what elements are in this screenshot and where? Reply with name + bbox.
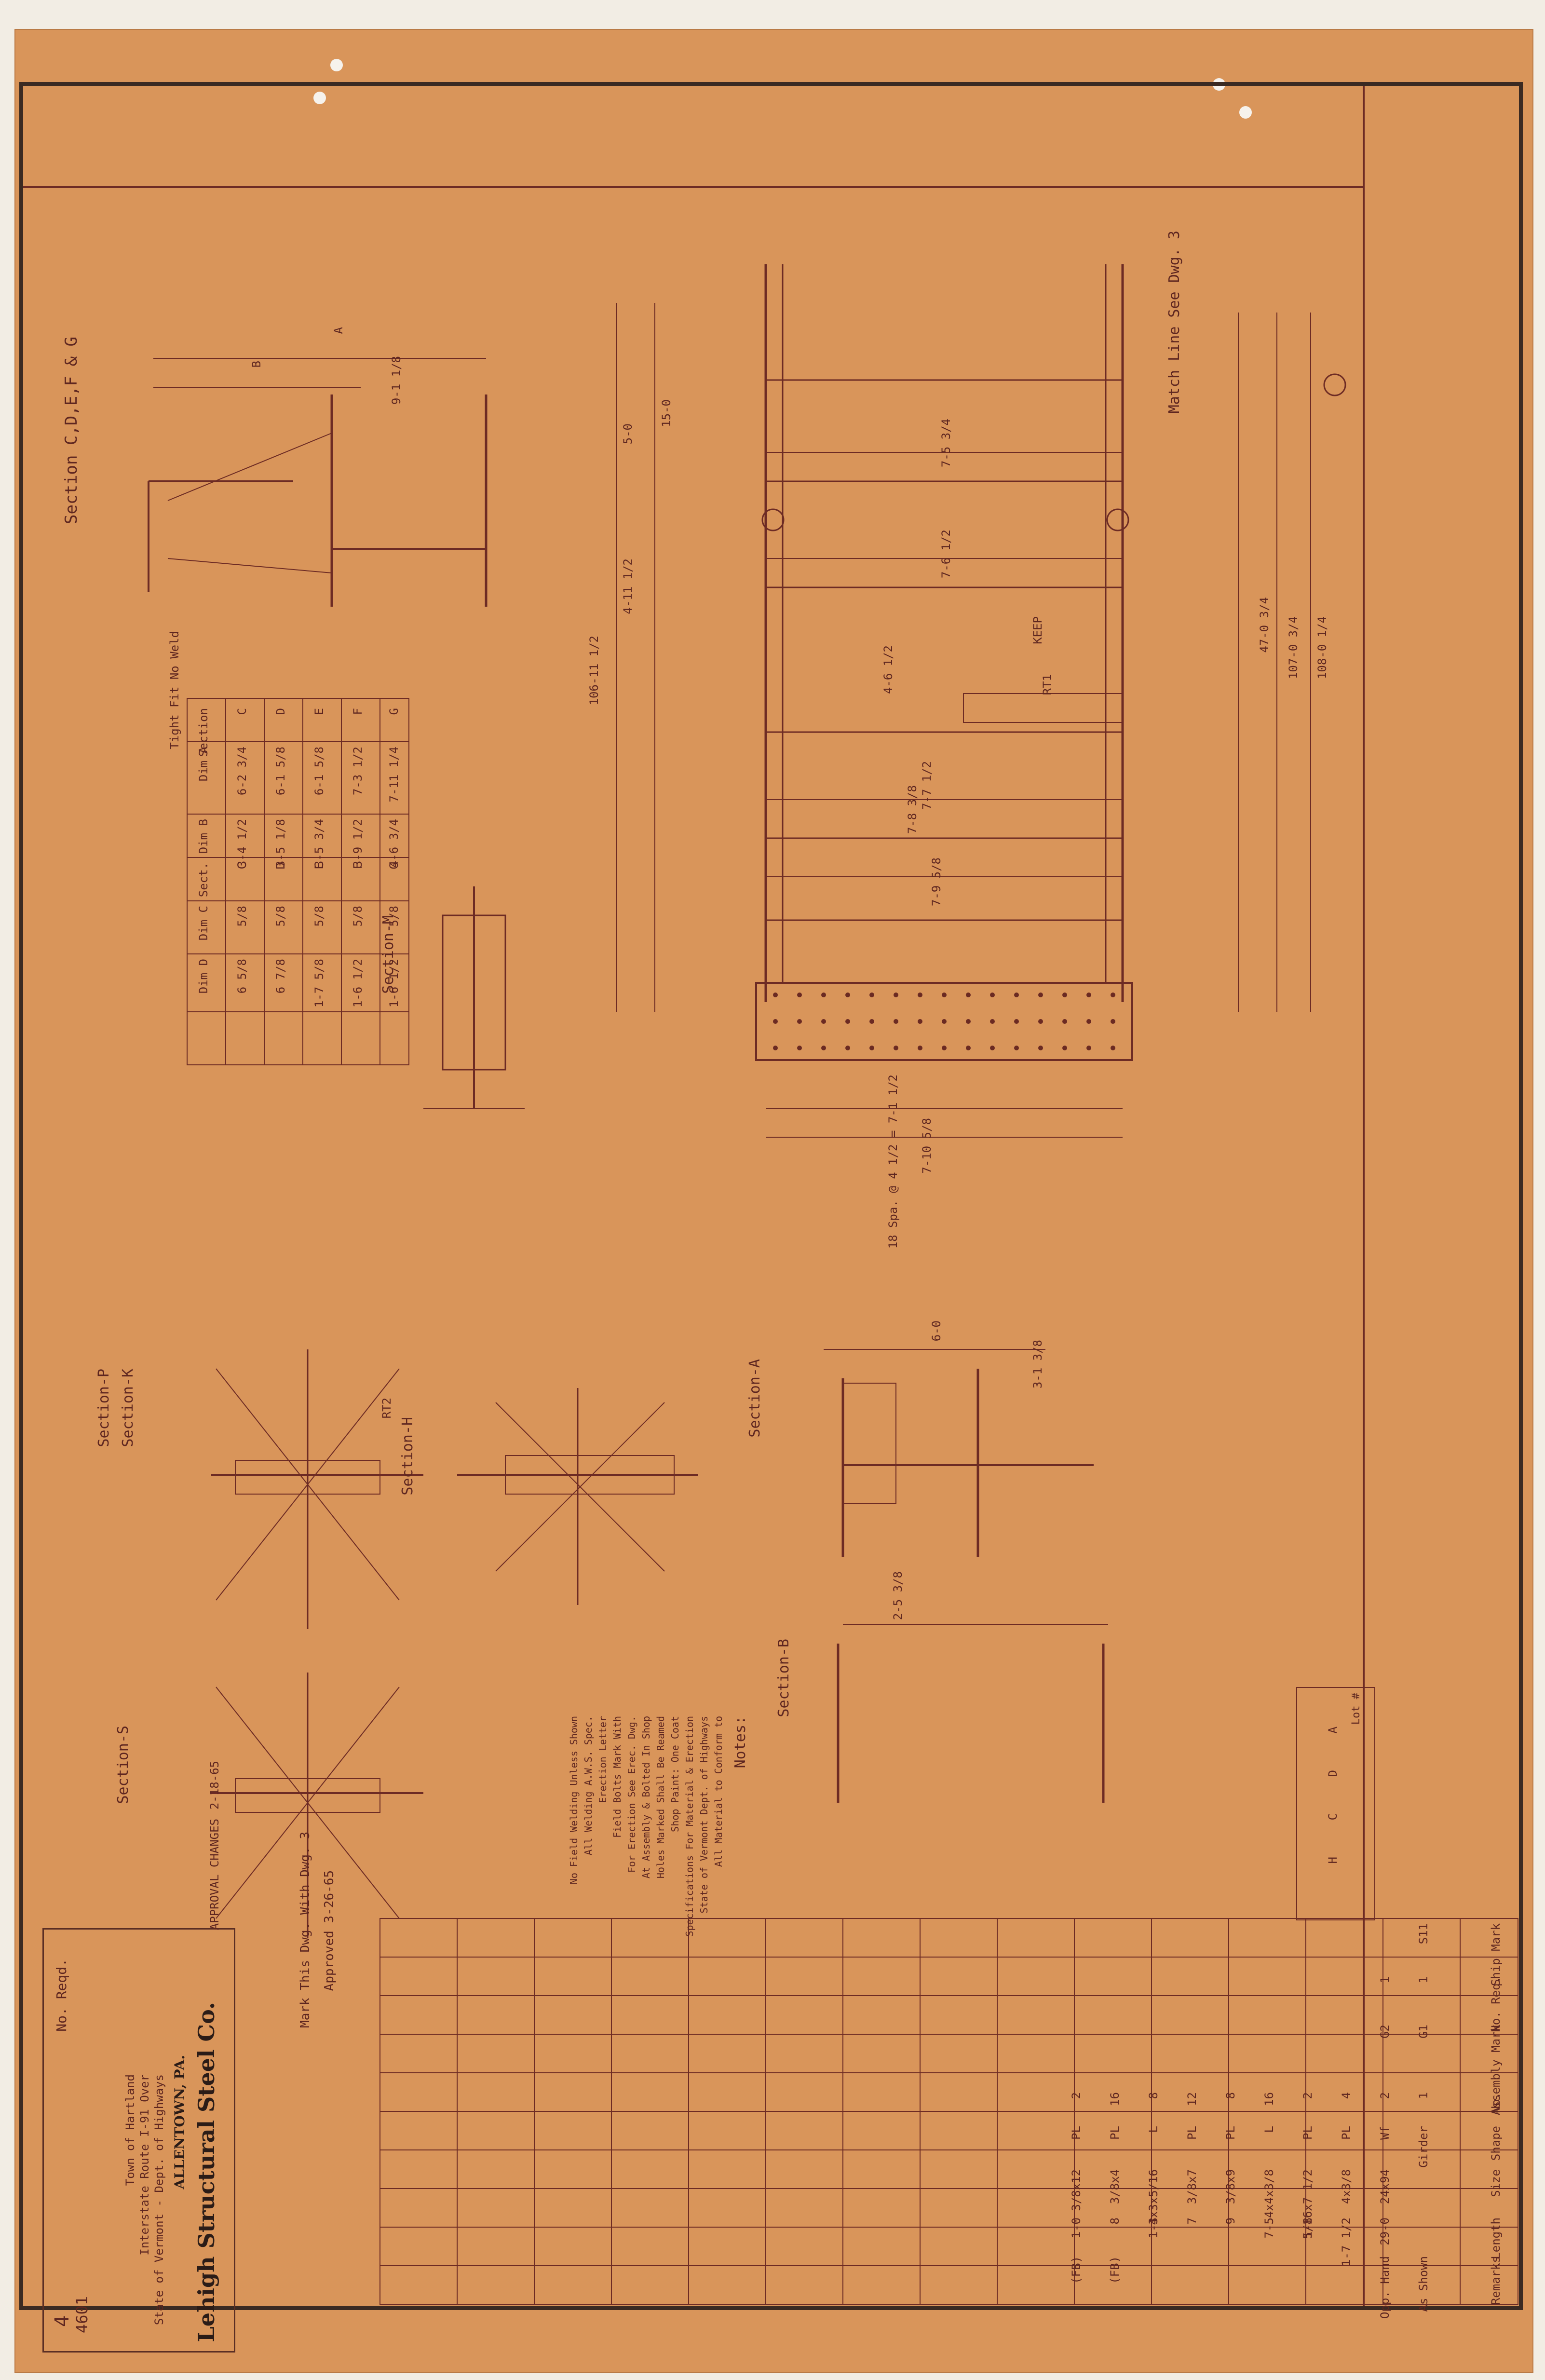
- company-city: ALLENTOWN, PA.: [172, 2055, 188, 2190]
- section-s-view: [211, 1673, 423, 1938]
- section-kp-view: [211, 1349, 423, 1629]
- main-elevation: [616, 264, 1346, 1138]
- sheet-number: 4: [51, 2315, 73, 2327]
- ship-mark-note: No. Reqd.: [54, 1958, 69, 2032]
- company-name: Lehigh Structural Steel Co.: [193, 2002, 219, 2342]
- bill-of-material-grid: [379, 1918, 1518, 2305]
- drawing-border: Match Line See Dwg. 3 Section C,D,E,F & …: [19, 82, 1523, 2353]
- title-block: Lehigh Structural Steel Co. ALLENTOWN, P…: [42, 1761, 235, 2353]
- section-b-view: [837, 1624, 1108, 1803]
- punch-hole: [1239, 106, 1252, 119]
- project-line: Interstate Route I-91 Over: [138, 2074, 151, 2256]
- section-m-view: [423, 886, 525, 1109]
- punch-hole: [313, 92, 326, 104]
- revision-date: 2-18-65: [208, 1761, 221, 1810]
- revision-text: APPROVAL CHANGES: [208, 1819, 221, 1931]
- drawing-canvas: [23, 86, 1518, 2306]
- project-line: Town of Hartland: [123, 2074, 137, 2186]
- drawing-sheet: Match Line See Dwg. 3 Section C,D,E,F & …: [14, 29, 1533, 2373]
- drawing-number: 4601: [73, 2296, 91, 2334]
- punch-hole: [330, 59, 343, 71]
- section-a-view: [824, 1349, 1094, 1557]
- section-table-grid: [187, 698, 409, 1065]
- section-h-view: [457, 1388, 698, 1605]
- project-line: State of Vermont - Dept. of Highways: [152, 2074, 166, 2326]
- section-cdefg-view: [148, 358, 488, 607]
